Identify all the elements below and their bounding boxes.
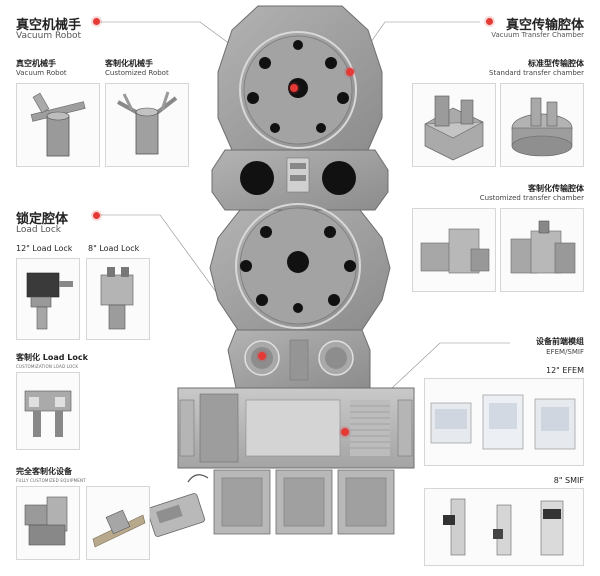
middle-left-port xyxy=(240,161,274,195)
efem-12-image xyxy=(424,378,584,466)
smif-8-image xyxy=(424,488,584,566)
custom-equipment-title-cn: 完全客制化设备 xyxy=(16,467,72,476)
custom-load-lock-image xyxy=(16,372,80,450)
hotspot-transfer-chamber[interactable] xyxy=(346,68,354,76)
upper-chamber-ports xyxy=(247,40,349,133)
vacuum-robot-title-en: Vacuum Robot xyxy=(16,31,82,41)
smif-8-label: 8" SMIF xyxy=(553,476,584,485)
title-marker-load-lock xyxy=(93,212,100,219)
efem-title-cn: 设备前端模组 xyxy=(536,337,584,346)
load-lock-title-en: Load Lock xyxy=(16,225,61,235)
efem-vent-grid xyxy=(350,400,390,456)
transfer-chamber-title-cn: 真空传输腔体 xyxy=(505,18,584,33)
load-lock-12-image xyxy=(16,258,80,340)
load-lock-8-image xyxy=(86,258,150,340)
load-lock-8-label: 8" Load Lock xyxy=(88,244,140,253)
custom-load-lock-cn: 客制化 Load Lock xyxy=(16,353,88,362)
middle-right-port xyxy=(322,161,356,195)
hotspot-vacuum-robot[interactable] xyxy=(290,84,298,92)
custom-equipment-image-1 xyxy=(16,486,80,560)
custom-chamber-en: Customized transfer chamber xyxy=(479,194,584,202)
transfer-chamber-title-en: Vacuum Transfer Chamber xyxy=(491,31,584,39)
customized-robot-image xyxy=(105,83,189,167)
control-pendant xyxy=(147,474,209,537)
load-lock-title-cn: 锁定腔体 xyxy=(16,212,69,227)
custom-chamber-image-1 xyxy=(412,208,496,292)
vacuum-robot-image xyxy=(16,83,100,167)
lower-chamber-ring xyxy=(235,203,361,329)
title-marker-transfer-chamber xyxy=(486,18,493,25)
custom-load-lock-en: CUSTOMIZATION LOAD LOCK xyxy=(16,364,79,369)
standard-chamber-image-2 xyxy=(500,83,584,167)
vacuum-robot-item-cn: 真空机械手 xyxy=(16,59,56,68)
lower-chamber-ports xyxy=(240,226,356,313)
title-marker-vacuum-robot xyxy=(93,18,100,25)
custom-chamber-cn: 客制化传输腔体 xyxy=(528,184,584,193)
vacuum-robot-item-en: Vacuum Robot xyxy=(16,69,67,77)
standard-chamber-en: Standard transfer chamber xyxy=(489,69,584,77)
customized-robot-item-cn: 客制化机械手 xyxy=(105,59,153,68)
upper-chamber-ring xyxy=(239,31,357,149)
hotspot-load-lock[interactable] xyxy=(258,352,266,360)
hotspot-efem[interactable] xyxy=(341,428,349,436)
efem-12-label: 12" EFEM xyxy=(545,366,584,375)
custom-chamber-image-2 xyxy=(500,208,584,292)
efem-load-ports xyxy=(213,469,395,535)
standard-chamber-cn: 标准型传输腔体 xyxy=(528,59,584,68)
custom-equipment-image-2 xyxy=(86,486,150,560)
standard-chamber-image-1 xyxy=(412,83,496,167)
customized-robot-item-en: Customized Robot xyxy=(105,69,169,77)
custom-equipment-title-en: FULLY CUSTOMIZED EQUIPMENT xyxy=(16,478,86,483)
load-lock-12-label: 12" Load Lock xyxy=(16,244,73,253)
efem-title-en: EFEM/SMIF xyxy=(546,348,584,356)
vacuum-robot-title-cn: 真空机械手 xyxy=(16,18,82,33)
